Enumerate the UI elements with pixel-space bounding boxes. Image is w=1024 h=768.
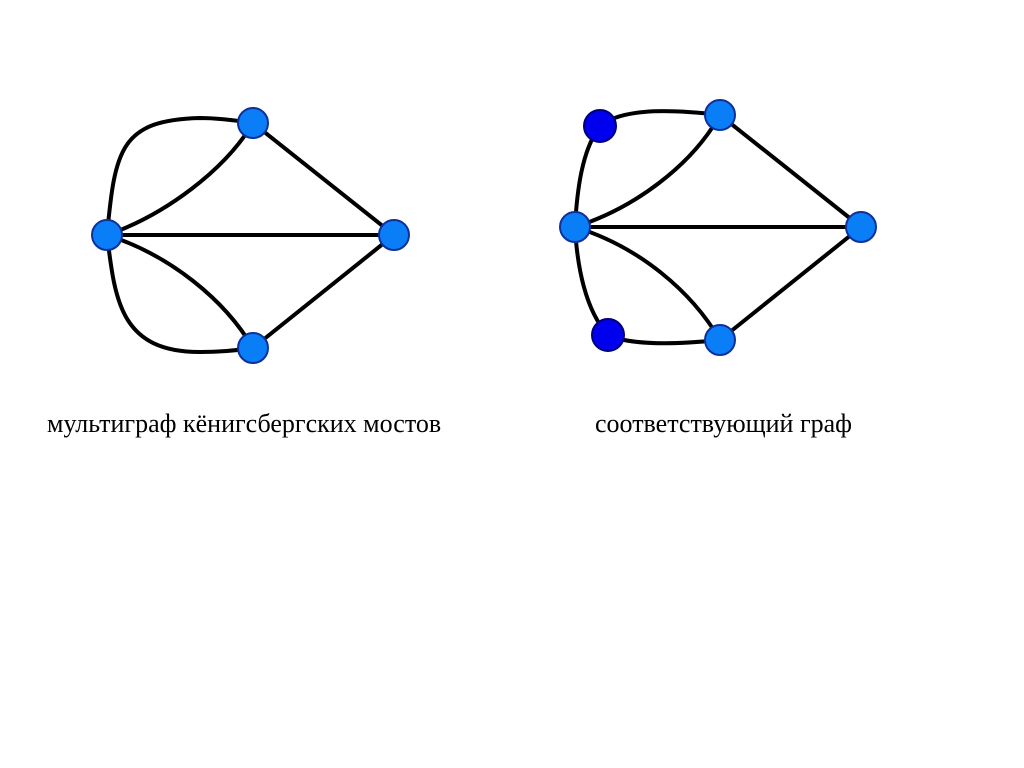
multigraph-caption: мультиграф кёнигсбергских мостов <box>47 409 442 438</box>
edge-b-c <box>251 121 396 237</box>
edge-a-b <box>573 113 722 229</box>
multigraph-edges <box>105 115 396 355</box>
vertex-c <box>378 219 410 251</box>
edge-a-b-inner <box>105 121 255 237</box>
edge-a-d <box>573 225 722 342</box>
edge-a-d-inner <box>105 233 255 350</box>
vertex-c <box>845 211 877 243</box>
edge-d-c <box>718 225 863 342</box>
vertex-a <box>559 211 591 243</box>
vertex-d <box>237 332 269 364</box>
edge-e-b <box>598 109 722 128</box>
corresponding-graph-diagram <box>559 99 877 356</box>
corresponding-graph-caption: соответствующий граф <box>595 409 853 438</box>
vertex-f-added <box>591 318 625 352</box>
vertex-b <box>237 107 269 139</box>
edge-b-c <box>718 113 863 229</box>
edge-d-c <box>251 233 396 350</box>
vertex-b <box>704 99 736 131</box>
vertex-a <box>91 219 123 251</box>
corresponding-graph-edges <box>573 109 863 346</box>
vertex-e-added <box>583 109 617 143</box>
multigraph-diagram <box>91 107 410 364</box>
edge-a-b-outer <box>105 115 255 237</box>
multigraph-vertices <box>91 107 410 364</box>
corresponding-graph-vertices <box>559 99 877 356</box>
edge-a-d-outer <box>105 233 255 355</box>
vertex-d <box>704 324 736 356</box>
